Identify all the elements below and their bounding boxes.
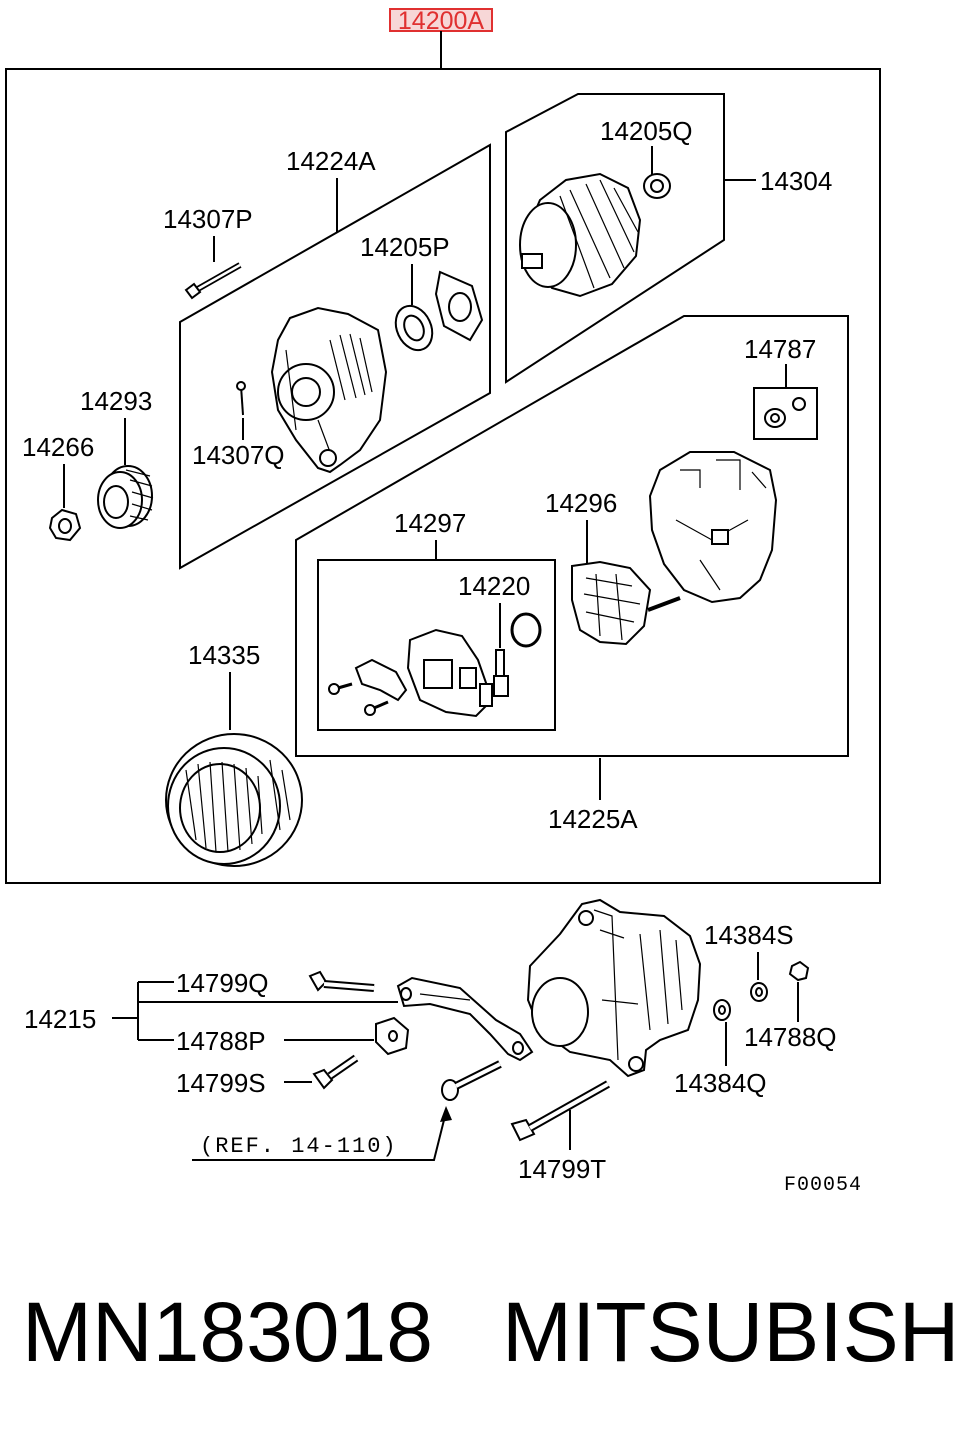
label-ref[interactable]: (REF. 14-110) <box>200 1134 398 1159</box>
label-14307P[interactable]: 14307P <box>163 204 253 234</box>
label-14799T[interactable]: 14799T <box>518 1154 606 1184</box>
nut-icon <box>788 960 810 982</box>
rotor-icon <box>519 172 642 298</box>
label-14788P[interactable]: 14788P <box>176 1026 266 1056</box>
front-case-icon <box>270 306 388 474</box>
front-case-group-frame <box>179 143 491 570</box>
stator-icon <box>165 733 303 867</box>
label-14205Q[interactable]: 14205Q <box>600 116 693 146</box>
label-14293[interactable]: 14293 <box>80 386 152 416</box>
label-14296[interactable]: 14296 <box>545 488 617 518</box>
label-14799S[interactable]: 14799S <box>176 1068 266 1098</box>
brush-icon <box>493 649 509 697</box>
bolt-icon <box>308 970 375 992</box>
label-14788Q[interactable]: 14788Q <box>744 1022 837 1052</box>
bearing-icon <box>394 304 434 352</box>
regulator-kit-box <box>317 559 556 731</box>
clip-nut-icon <box>375 1016 410 1056</box>
brand-name: MITSUBISHI <box>502 1285 960 1379</box>
retainer-plate-icon <box>434 270 484 342</box>
label-14384Q[interactable]: 14384Q <box>674 1068 767 1098</box>
rotor-group-frame <box>505 93 725 384</box>
label-14799Q[interactable]: 14799Q <box>176 968 269 998</box>
footer: MN183018 MITSUBISHI <box>0 1290 960 1400</box>
title-part-number[interactable]: 14200A <box>398 7 485 35</box>
label-14335[interactable]: 14335 <box>188 640 260 670</box>
through-bolt-icon <box>510 1080 610 1142</box>
bolt-icon <box>312 1054 359 1090</box>
regulator-icon <box>406 628 494 718</box>
stud-bolt-icon <box>441 1060 502 1101</box>
part-number: MN183018 <box>22 1285 433 1379</box>
terminal-plate-icon <box>354 658 408 702</box>
label-14205P[interactable]: 14205P <box>360 232 450 262</box>
washer-icon <box>713 999 731 1021</box>
label-14215[interactable]: 14215 <box>24 1004 96 1034</box>
bushing-icon <box>764 397 806 428</box>
label-14787[interactable]: 14787 <box>744 334 816 364</box>
label-14307Q[interactable]: 14307Q <box>192 440 285 470</box>
label-14304[interactable]: 14304 <box>760 166 832 196</box>
nut-icon <box>48 508 82 542</box>
screw-icon <box>328 682 389 716</box>
pulley-icon <box>97 465 154 529</box>
rear-case-icon <box>648 451 778 604</box>
label-14225A[interactable]: 14225A <box>548 804 638 834</box>
bolt-icon <box>184 262 242 300</box>
label-14384S[interactable]: 14384S <box>704 920 794 950</box>
screw-icon <box>236 381 246 416</box>
label-14220[interactable]: 14220 <box>458 571 530 601</box>
alternator-assembly-icon <box>526 898 702 1078</box>
label-14266[interactable]: 14266 <box>22 432 94 462</box>
snap-ring-icon <box>510 612 542 648</box>
label-14297[interactable]: 14297 <box>394 508 466 538</box>
bearing-icon <box>643 173 671 199</box>
bushing-kit-box <box>753 387 818 440</box>
lock-washer-icon <box>750 982 768 1002</box>
bracket-icon <box>396 976 534 1062</box>
figure-code: F00054 <box>784 1174 862 1197</box>
assembly-frame <box>5 68 881 884</box>
rear-group-frame <box>295 315 849 757</box>
label-14224A[interactable]: 14224A <box>286 146 376 176</box>
rectifier-icon <box>571 560 681 646</box>
